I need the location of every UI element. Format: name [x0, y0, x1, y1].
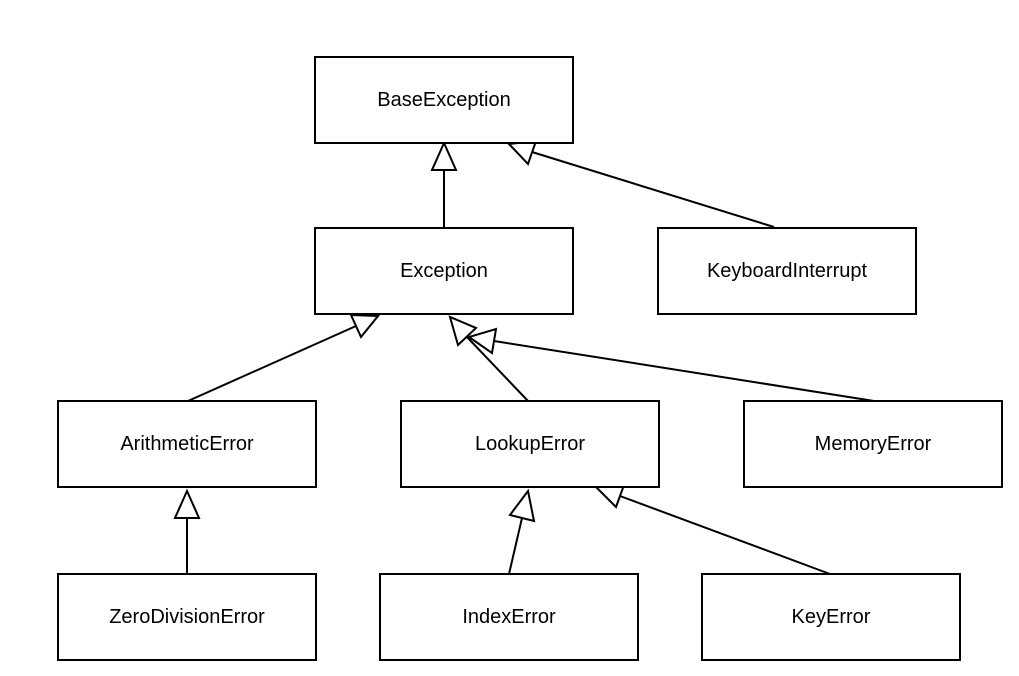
edge-arithmeticerror-to-exception [187, 313, 381, 402]
node-keyboardinterrupt: KeyboardInterrupt [657, 227, 917, 315]
node-label-memoryerror: MemoryError [815, 433, 932, 455]
node-label-indexerror: IndexError [462, 606, 556, 628]
edge-indexerror-to-lookuperror [508, 488, 536, 575]
node-label-zerodivisionerror: ZeroDivisionError [109, 606, 265, 628]
node-arithmeticerror: ArithmeticError [57, 400, 317, 488]
node-exception: Exception [314, 227, 574, 315]
node-zerodivisionerror: ZeroDivisionError [57, 573, 317, 661]
node-keyerror: KeyError [701, 573, 961, 661]
node-baseexception: BaseException [314, 56, 574, 144]
node-label-keyboardinterrupt: KeyboardInterrupt [707, 260, 868, 282]
inheritance-edges [173, 139, 875, 575]
node-lookuperror: LookupError [400, 400, 660, 488]
node-label-baseexception: BaseException [377, 89, 510, 111]
node-label-lookuperror: LookupError [475, 433, 585, 455]
node-label-arithmeticerror: ArithmeticError [120, 433, 254, 455]
node-label-exception: Exception [400, 260, 488, 282]
edge-zerodivisionerror-to-arithmeticerror [173, 488, 201, 574]
edge-lookuperror-to-exception [448, 315, 529, 402]
edge-exception-to-baseexception [430, 140, 458, 227]
node-label-keyerror: KeyError [792, 606, 871, 628]
edge-keyboardinterrupt-to-baseexception [506, 139, 775, 228]
class-nodes: BaseException Exception KeyboardInterrup… [57, 56, 1003, 661]
node-memoryerror: MemoryError [743, 400, 1003, 488]
edge-memoryerror-to-exception [466, 327, 875, 402]
edge-keyerror-to-lookuperror [593, 483, 831, 575]
node-indexerror: IndexError [379, 573, 639, 661]
